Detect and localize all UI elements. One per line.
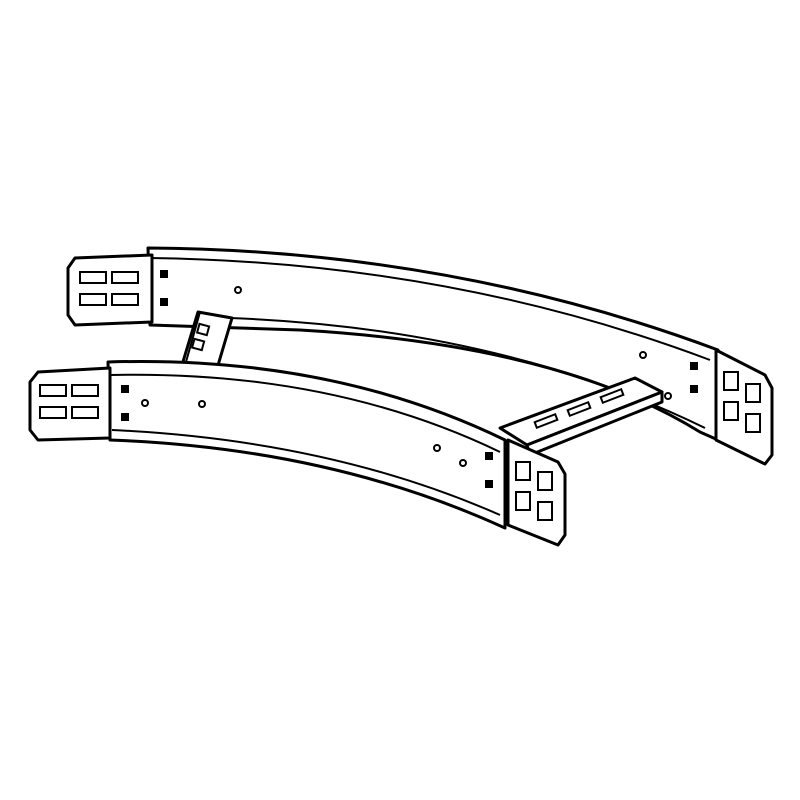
front-crossbar <box>498 376 664 457</box>
front-side-rail <box>106 360 507 530</box>
rear-crossbar <box>180 310 234 374</box>
back-right-connector-plate <box>714 348 774 466</box>
front-left-connector-plate <box>28 366 112 442</box>
back-left-connector-plate <box>66 253 154 327</box>
front-right-connector-plate <box>506 438 567 547</box>
